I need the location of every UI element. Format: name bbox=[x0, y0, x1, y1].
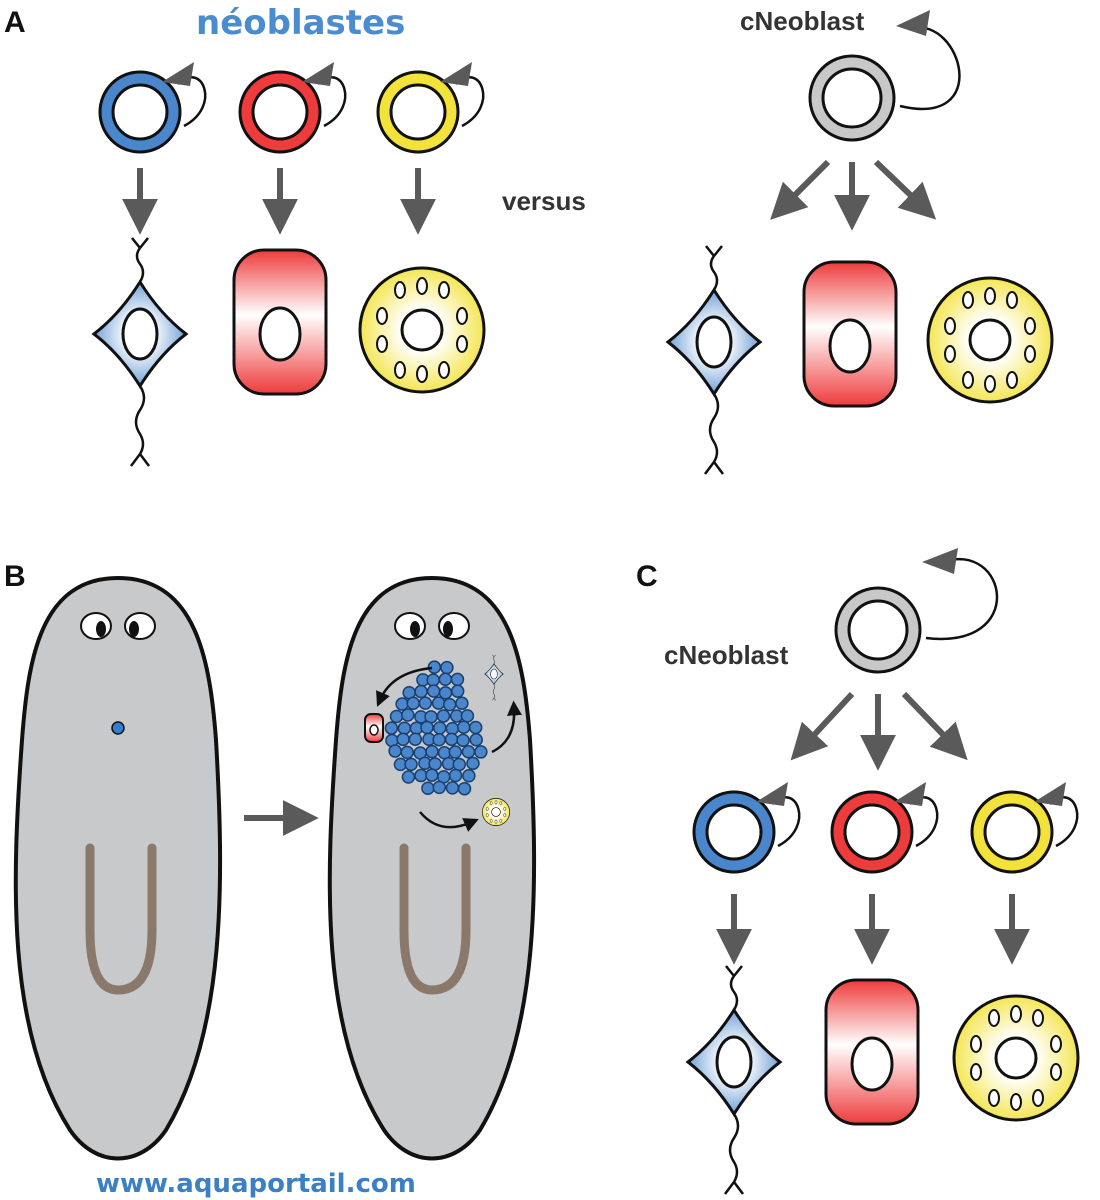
colony-neoblast-dot bbox=[398, 722, 410, 734]
colony-neoblast-dot bbox=[441, 662, 453, 674]
colony-neoblast-dot bbox=[427, 674, 439, 686]
colony-neoblast-dot bbox=[463, 770, 475, 782]
colony-neoblast-dot bbox=[450, 769, 462, 781]
colony-neoblast-dot bbox=[475, 746, 487, 758]
neuron-cell-c bbox=[688, 966, 780, 1194]
colony-neoblast-dot bbox=[462, 746, 474, 758]
colony-neoblast-dot bbox=[433, 697, 445, 709]
watermark: www.aquaportail.com bbox=[96, 1169, 416, 1199]
gut-cell-c bbox=[826, 980, 918, 1124]
planarian-right bbox=[330, 578, 534, 1159]
colony-neoblast-dot bbox=[391, 710, 403, 722]
colony-neoblast-dot bbox=[385, 722, 397, 734]
colony-neoblast-dot bbox=[407, 697, 419, 709]
colony-neoblast-dot bbox=[461, 710, 473, 722]
colony-neoblast-dot bbox=[402, 709, 414, 721]
neoblast-yellow-c bbox=[972, 782, 1077, 872]
colony-neoblast-dot bbox=[422, 782, 434, 794]
small-gut-cell bbox=[365, 714, 383, 742]
arrow-top-right bbox=[876, 162, 924, 208]
colony-neoblast-dot bbox=[449, 746, 461, 758]
neuron-cell-top bbox=[668, 246, 760, 474]
cneoblast-label-c: cNeoblast bbox=[664, 640, 789, 670]
colony-neoblast-dot bbox=[401, 746, 413, 758]
panel-label-a: A bbox=[4, 6, 26, 39]
colony-neoblast-dot bbox=[389, 745, 401, 757]
colony-neoblast-dot bbox=[433, 781, 445, 793]
colony-neoblast-dot bbox=[470, 734, 482, 746]
colony-neoblast-dot bbox=[405, 758, 417, 770]
colony-neoblast-dot bbox=[459, 783, 471, 795]
colony-neoblast-dot bbox=[419, 697, 431, 709]
neoblast-blue bbox=[100, 62, 205, 152]
colony-neoblast-dot bbox=[409, 733, 421, 745]
yellow-cell-a bbox=[360, 268, 484, 392]
neoblast-red-c bbox=[832, 782, 937, 872]
gut-cell-top bbox=[804, 262, 896, 406]
colony-neoblast-dot bbox=[402, 771, 414, 783]
colony-neoblast-dot bbox=[426, 769, 438, 781]
neuron-cell-a bbox=[94, 238, 186, 466]
colony-neoblast-dot bbox=[457, 734, 469, 746]
arrow-c-right bbox=[904, 694, 956, 748]
colony-neoblast-dot bbox=[426, 746, 438, 758]
colony-neoblast-dot bbox=[439, 673, 451, 685]
versus-label: versus bbox=[502, 186, 586, 216]
eye-icon bbox=[395, 613, 425, 639]
colony-neoblast-dot bbox=[451, 673, 463, 685]
gut-cell-a bbox=[234, 250, 326, 394]
colony-neoblast-dot bbox=[437, 710, 449, 722]
arrow-top-left bbox=[782, 162, 828, 208]
yellow-cell-top bbox=[928, 278, 1052, 402]
cneoblast-label-top: cNeoblast bbox=[740, 6, 865, 36]
colony-neoblast-dot bbox=[429, 758, 441, 770]
colony-neoblast-dot bbox=[397, 733, 409, 745]
colony-neoblast-dot bbox=[446, 733, 458, 745]
planarian-left bbox=[16, 578, 220, 1159]
colony-neoblast-dot bbox=[444, 699, 456, 711]
colony-neoblast-dot bbox=[452, 685, 464, 697]
panel-label-b: B bbox=[4, 560, 26, 593]
colony-neoblast-dot bbox=[421, 721, 433, 733]
colony-neoblast-dot bbox=[470, 721, 482, 733]
title-neoblastes: néoblastes bbox=[196, 3, 405, 43]
eye-icon bbox=[81, 613, 111, 639]
colony-neoblast-dot bbox=[396, 698, 408, 710]
colony-neoblast-dot bbox=[428, 685, 440, 697]
small-yellow-cell bbox=[482, 798, 509, 825]
colony-neoblast-dot bbox=[433, 734, 445, 746]
colony-neoblast-dot bbox=[453, 758, 465, 770]
colony-neoblast-dot bbox=[456, 697, 468, 709]
cneoblast-c bbox=[836, 548, 997, 672]
neoblast-red bbox=[240, 62, 345, 152]
neoblast-blue-c bbox=[694, 782, 799, 872]
colony-neoblast-dot bbox=[434, 722, 446, 734]
colony-neoblast-dot bbox=[415, 686, 427, 698]
panel-label-c: C bbox=[636, 560, 658, 593]
yellow-cell-c bbox=[954, 996, 1078, 1120]
neoblast-yellow bbox=[378, 62, 483, 152]
colony-neoblast-dot bbox=[458, 721, 470, 733]
arrow-c-left bbox=[802, 694, 852, 748]
colony-neoblast-dot bbox=[446, 782, 458, 794]
colony-neoblast-dot bbox=[467, 757, 479, 769]
single-neoblast-dot bbox=[112, 722, 124, 734]
